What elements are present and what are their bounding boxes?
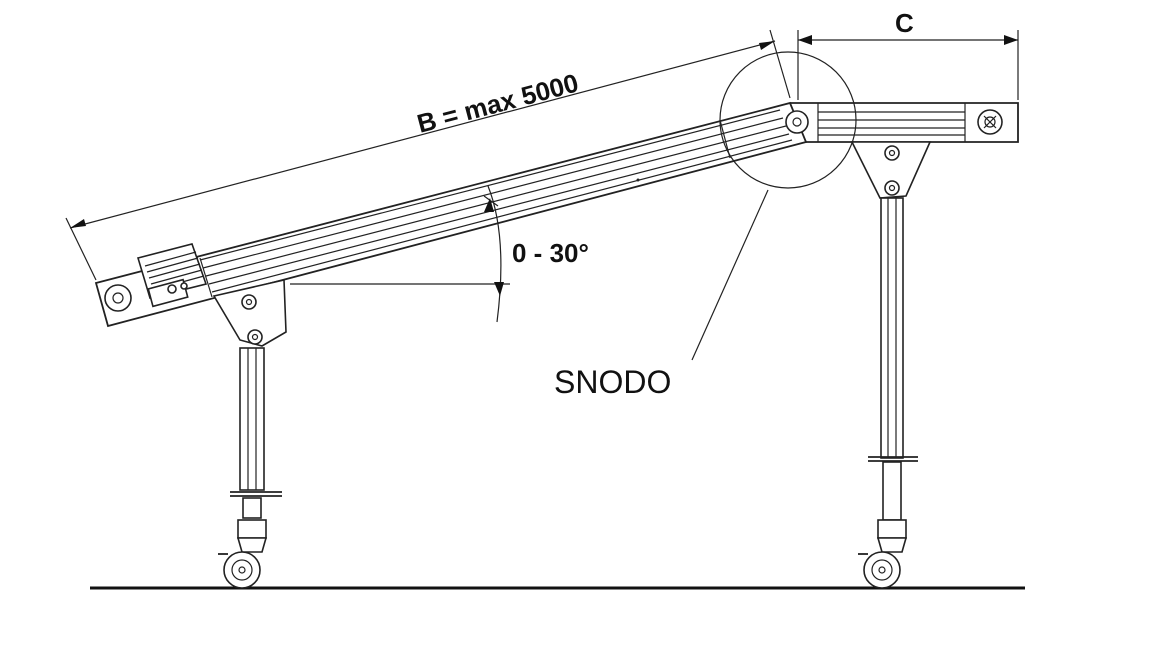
detail-callout bbox=[691, 51, 857, 361]
angle-label: 0 - 30° bbox=[512, 238, 589, 268]
dimension-angle bbox=[290, 185, 510, 323]
horizontal-conveyor bbox=[790, 102, 1019, 143]
dimension-c bbox=[797, 30, 1019, 100]
dimension-b bbox=[65, 29, 791, 281]
length-label: B = max 5000 bbox=[414, 68, 582, 139]
width-label: C bbox=[895, 8, 914, 38]
right-support-leg bbox=[850, 141, 932, 589]
drive-motor bbox=[136, 243, 208, 308]
left-support-leg bbox=[212, 279, 287, 589]
inclined-conveyor bbox=[94, 101, 809, 328]
detail-label: SNODO bbox=[554, 364, 671, 400]
